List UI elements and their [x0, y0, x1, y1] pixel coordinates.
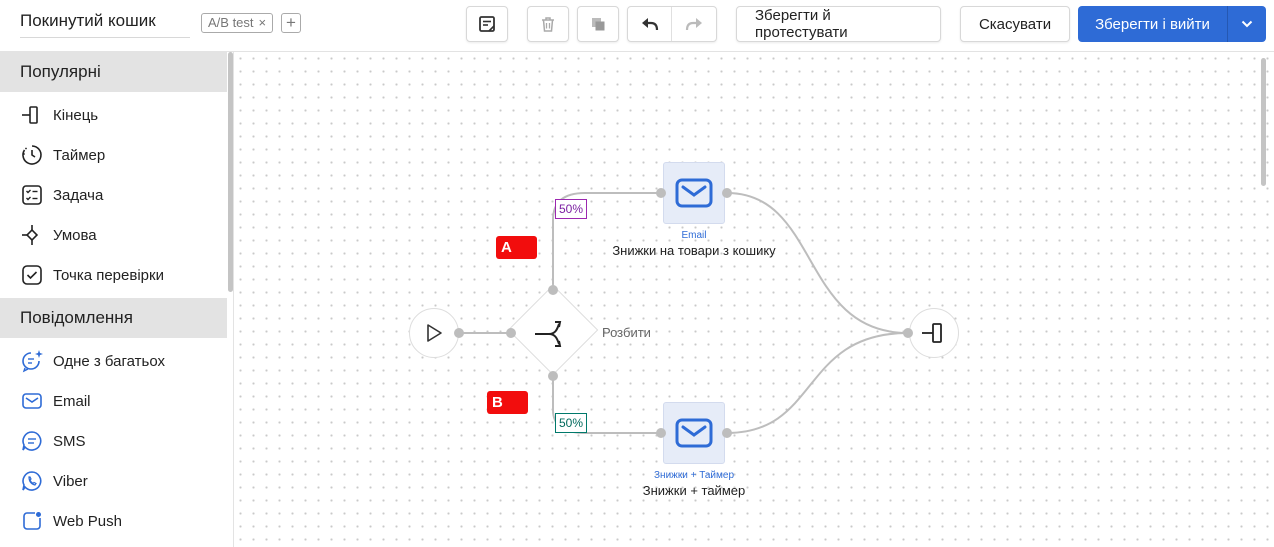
undo-icon [641, 18, 658, 31]
undo-redo-group [627, 6, 717, 42]
one-of-many-icon [20, 349, 44, 373]
end-input-port[interactable] [903, 328, 913, 338]
split-label: Розбити [602, 325, 651, 340]
sidebar-item-timer[interactable]: Таймер [0, 135, 227, 175]
copy-icon [592, 18, 605, 31]
sms-icon [20, 429, 44, 453]
email-a-title: Знижки на товари з кошику [612, 243, 776, 258]
sidebar-item-web-push[interactable]: Web Push [0, 501, 227, 541]
web-push-icon [20, 509, 44, 533]
sidebar-item-viber[interactable]: Viber [0, 461, 227, 501]
sidebar-item-label: Web Push [53, 512, 122, 530]
redo-button[interactable] [672, 7, 716, 41]
sidebar-item-label: Email [53, 392, 91, 410]
sidebar-item-end[interactable]: Кінець [0, 95, 227, 135]
email-a-type: Email [681, 230, 707, 241]
note-icon [479, 16, 495, 32]
redo-icon [685, 18, 702, 31]
end-icon [922, 323, 942, 343]
sidebar-item-checkpoint[interactable]: Точка перевірки [0, 255, 227, 295]
canvas-scrollbar[interactable] [1261, 58, 1266, 186]
split-output-port-a[interactable] [548, 285, 558, 295]
email-icon [675, 418, 713, 448]
top-toolbar: Покинутий кошик A/B test × + [0, 0, 1274, 52]
branch-b-percent[interactable]: 50% [555, 413, 587, 433]
sidebar-item-label: Умова [53, 226, 97, 244]
end-node[interactable] [909, 308, 959, 358]
email-b-type: Знижки + Таймер [654, 470, 734, 481]
sidebar-item-condition[interactable]: Умова [0, 215, 227, 255]
delete-button[interactable] [527, 6, 569, 42]
sidebar-scrollbar[interactable] [228, 52, 233, 292]
start-node[interactable] [409, 308, 459, 358]
split-icon [535, 321, 562, 347]
play-icon [427, 324, 442, 342]
section-popular[interactable]: Популярні [0, 52, 227, 92]
email-node-b[interactable] [663, 402, 725, 464]
save-and-test-button[interactable]: Зберегти й протестувати [736, 6, 941, 42]
email-a-input-port[interactable] [656, 188, 666, 198]
email-b-title: Знижки + таймер [642, 483, 746, 498]
branch-b-badge: B [487, 391, 528, 414]
tag-label: A/B test [208, 15, 254, 30]
email-icon [675, 178, 713, 208]
sidebar-item-sms[interactable]: SMS [0, 421, 227, 461]
email-b-output-port[interactable] [722, 428, 732, 438]
viber-icon [20, 469, 44, 493]
section-messages[interactable]: Повідомлення [0, 298, 227, 338]
blocks-sidebar: Популярні Кінець Таймер Задача Умова Точ… [0, 52, 234, 547]
email-b-input-port[interactable] [656, 428, 666, 438]
sidebar-item-one-of-many[interactable]: Одне з багатьох [0, 341, 227, 381]
save-options-dropdown[interactable] [1228, 6, 1266, 42]
sidebar-item-label: Таймер [53, 146, 106, 164]
task-icon [20, 183, 44, 207]
checkpoint-icon [20, 263, 44, 287]
notes-button[interactable] [466, 6, 508, 42]
split-input-port[interactable] [506, 328, 516, 338]
sidebar-item-label: Одне з багатьох [53, 352, 166, 370]
branch-a-percent[interactable]: 50% [555, 199, 587, 219]
trash-icon [542, 17, 554, 32]
timer-icon [20, 143, 44, 167]
chevron-down-icon [1241, 20, 1253, 28]
start-output-port[interactable] [454, 328, 464, 338]
flow-canvas[interactable] [234, 52, 1274, 547]
condition-icon [20, 223, 44, 247]
add-tag-button[interactable]: + [281, 13, 301, 33]
sidebar-item-label: Кінець [53, 106, 99, 124]
sidebar-item-label: SMS [53, 432, 86, 450]
save-and-exit-label[interactable]: Зберегти і вийти [1078, 6, 1228, 42]
undo-button[interactable] [628, 7, 673, 41]
duplicate-button[interactable] [577, 6, 619, 42]
sidebar-item-label: Точка перевірки [53, 266, 164, 284]
sidebar-item-task[interactable]: Задача [0, 175, 227, 215]
branch-a-badge: A [496, 236, 537, 259]
split-output-port-b[interactable] [548, 371, 558, 381]
email-a-output-port[interactable] [722, 188, 732, 198]
sidebar-item-email[interactable]: Email [0, 381, 227, 421]
cancel-button[interactable]: Скасувати [960, 6, 1070, 42]
sidebar-item-label: Задача [53, 186, 104, 204]
ab-test-tag: A/B test × [201, 13, 274, 33]
tag-remove-icon[interactable]: × [258, 15, 267, 30]
email-node-a[interactable] [663, 162, 725, 224]
flow-title-input[interactable]: Покинутий кошик [20, 8, 190, 38]
end-icon [20, 103, 44, 127]
email-icon [20, 389, 44, 413]
sidebar-item-label: Viber [53, 472, 88, 490]
save-and-exit-button[interactable]: Зберегти і вийти [1078, 6, 1266, 42]
